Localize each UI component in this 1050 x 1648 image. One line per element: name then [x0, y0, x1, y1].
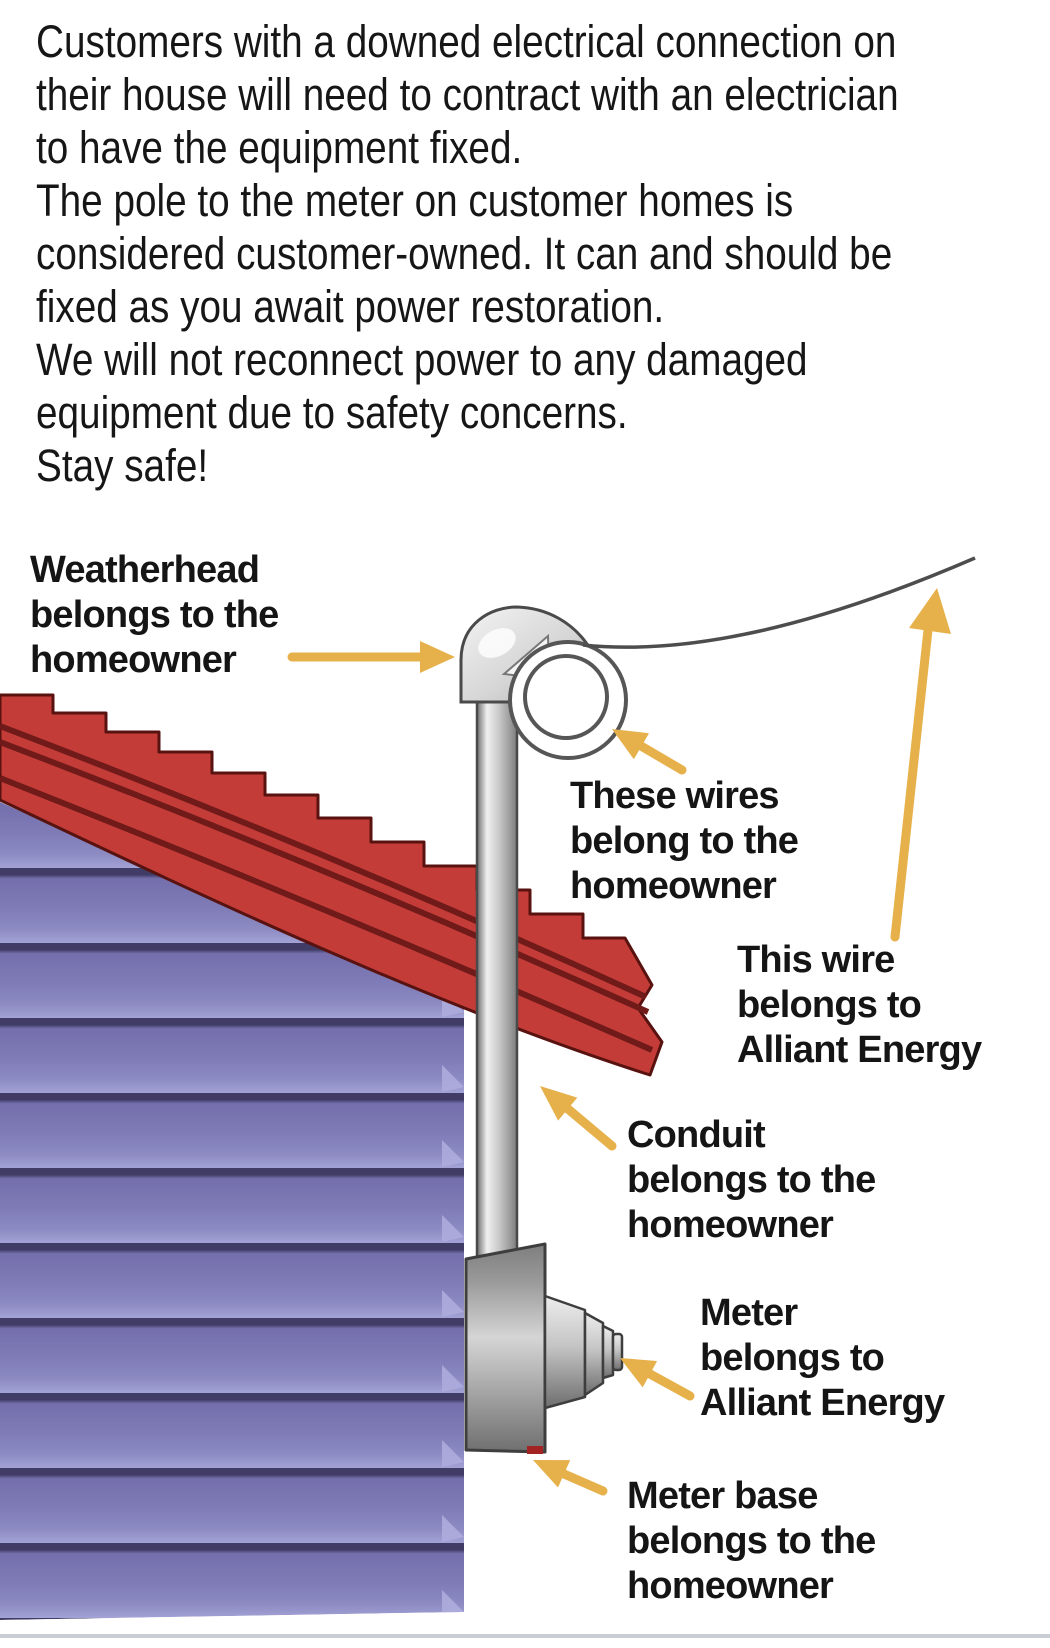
intro-text-line: We will not reconnect power to any damag… — [36, 334, 808, 385]
conduit-arrow-icon — [540, 1086, 617, 1151]
intro-text-line: The pole to the meter on customer homes … — [36, 175, 794, 226]
intro-text: Customers with a downed electrical conne… — [36, 15, 1050, 492]
wire-loop-inner — [523, 654, 609, 740]
label-line: This wire — [737, 939, 895, 981]
label-line: homeowner — [570, 865, 777, 907]
intro-text-line: considered customer-owned. It can and sh… — [36, 228, 893, 279]
siding-slats — [0, 802, 464, 1620]
label-line: Meter — [700, 1292, 798, 1334]
service-wire — [582, 556, 976, 649]
label-line: Alliant Energy — [737, 1029, 982, 1071]
alliant-wire-arrow-icon — [890, 588, 951, 942]
service-connection-diagram — [0, 556, 976, 1620]
these-wires-arrow-icon — [612, 729, 687, 775]
label-line: belongs to the — [627, 1159, 876, 1201]
label-line: Meter base — [627, 1475, 818, 1517]
label-line: homeowner — [627, 1565, 834, 1607]
intro-text-line: Stay safe! — [36, 440, 209, 491]
label-line: belongs to — [700, 1337, 885, 1379]
label-line: Alliant Energy — [700, 1382, 945, 1424]
label-line: belongs to the — [30, 594, 279, 636]
label-line: belongs to — [737, 984, 922, 1026]
meter-base-graphic — [464, 1242, 547, 1454]
siding-graphic — [0, 802, 464, 1620]
weatherhead-arrow-icon — [287, 641, 455, 673]
meter-arrow-icon — [620, 1358, 695, 1401]
weatherhead-graphic — [459, 605, 628, 760]
label-line: homeowner — [30, 639, 237, 681]
label-line: belong to the — [570, 820, 799, 862]
label-line: Weatherhead — [30, 549, 260, 591]
roof-shingle-lines — [0, 723, 654, 1053]
bottom-divider — [0, 1634, 1050, 1638]
intro-text-line: fixed as you await power restoration. — [36, 281, 665, 332]
label-line: These wires — [570, 775, 780, 817]
intro-text-line: their house will need to contract with a… — [36, 69, 899, 120]
intro-text-line: Customers with a downed electrical conne… — [36, 16, 897, 67]
label-line: Conduit — [627, 1114, 766, 1156]
intro-text-line: to have the equipment fixed. — [36, 122, 523, 173]
label-line: homeowner — [627, 1204, 834, 1246]
label-line: belongs to the — [627, 1520, 876, 1562]
conduit-pipe-graphic — [475, 660, 519, 1276]
meter-base-corner-mark — [527, 1446, 543, 1454]
meter-base-arrow-icon — [533, 1460, 608, 1496]
weatherhead-highlight — [478, 628, 516, 658]
intro-text-line: equipment due to safety concerns. — [36, 387, 628, 438]
meter-graphic — [543, 1294, 624, 1410]
